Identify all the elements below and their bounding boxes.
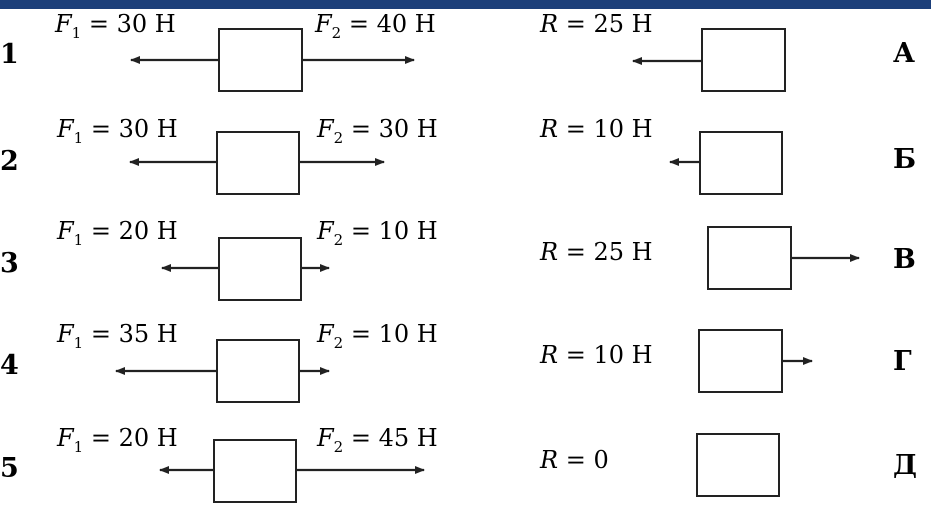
force-f1-label: F1 = 30 Н <box>56 115 178 147</box>
right-row-v: R = 25 Н В <box>539 226 916 290</box>
body-block <box>218 237 302 301</box>
answer-letter: Г <box>893 346 912 377</box>
force-f1-label: F1 = 20 Н <box>56 424 178 456</box>
force-f1-label: F1 = 35 Н <box>56 320 178 352</box>
right-row-b: R = 10 Н Б <box>539 115 916 195</box>
resultant-label: R = 10 Н <box>539 115 653 143</box>
right-row-d: R = 0 Д <box>539 433 917 497</box>
answer-letter: Д <box>893 450 917 481</box>
body-block <box>213 439 297 503</box>
body-block <box>216 339 300 403</box>
body-block <box>699 131 783 195</box>
body-block <box>218 28 303 92</box>
force-f1-label: F1 = 30 Н <box>54 10 176 42</box>
row-number: 5 <box>0 453 19 484</box>
left-row-2: 2 F1 = 30 Н F2 = 30 Н <box>0 115 438 195</box>
body-block <box>216 131 300 195</box>
answer-letter: А <box>893 38 915 69</box>
left-row-3: 3 F1 = 20 Н F2 = 10 Н <box>0 217 438 301</box>
left-row-4: 4 F1 = 35 Н F2 = 10 Н <box>0 320 438 403</box>
answer-letter: Б <box>893 144 916 175</box>
row-number: 1 <box>0 39 19 70</box>
force-f2-label: F2 = 10 Н <box>316 217 438 249</box>
right-row-g: R = 10 Н Г <box>539 329 912 393</box>
top-header-bar <box>0 0 931 9</box>
resultant-label: R = 25 Н <box>539 10 653 38</box>
row-number: 4 <box>0 350 19 381</box>
left-row-5: 5 F1 = 20 Н F2 = 45 Н <box>0 424 438 503</box>
force-f2-label: F2 = 45 Н <box>316 424 438 456</box>
body-block <box>696 433 780 497</box>
resultant-label: R = 10 Н <box>539 341 653 369</box>
force-f2-label: F2 = 40 Н <box>314 10 436 42</box>
right-row-a: R = 25 Н А <box>539 10 915 92</box>
resultant-label: R = 25 Н <box>539 238 653 266</box>
force-f2-label: F2 = 30 Н <box>316 115 438 147</box>
body-block <box>698 329 783 393</box>
resultant-label: R = 0 <box>539 446 609 474</box>
left-row-1: 1 F1 = 30 Н F2 = 40 Н <box>0 10 436 92</box>
force-f2-label: F2 = 10 Н <box>316 320 438 352</box>
body-block <box>707 226 792 290</box>
body-block <box>701 28 786 92</box>
row-number: 2 <box>0 146 19 177</box>
force-f1-label: F1 = 20 Н <box>56 217 178 249</box>
row-number: 3 <box>0 248 19 279</box>
answer-letter: В <box>893 244 916 275</box>
